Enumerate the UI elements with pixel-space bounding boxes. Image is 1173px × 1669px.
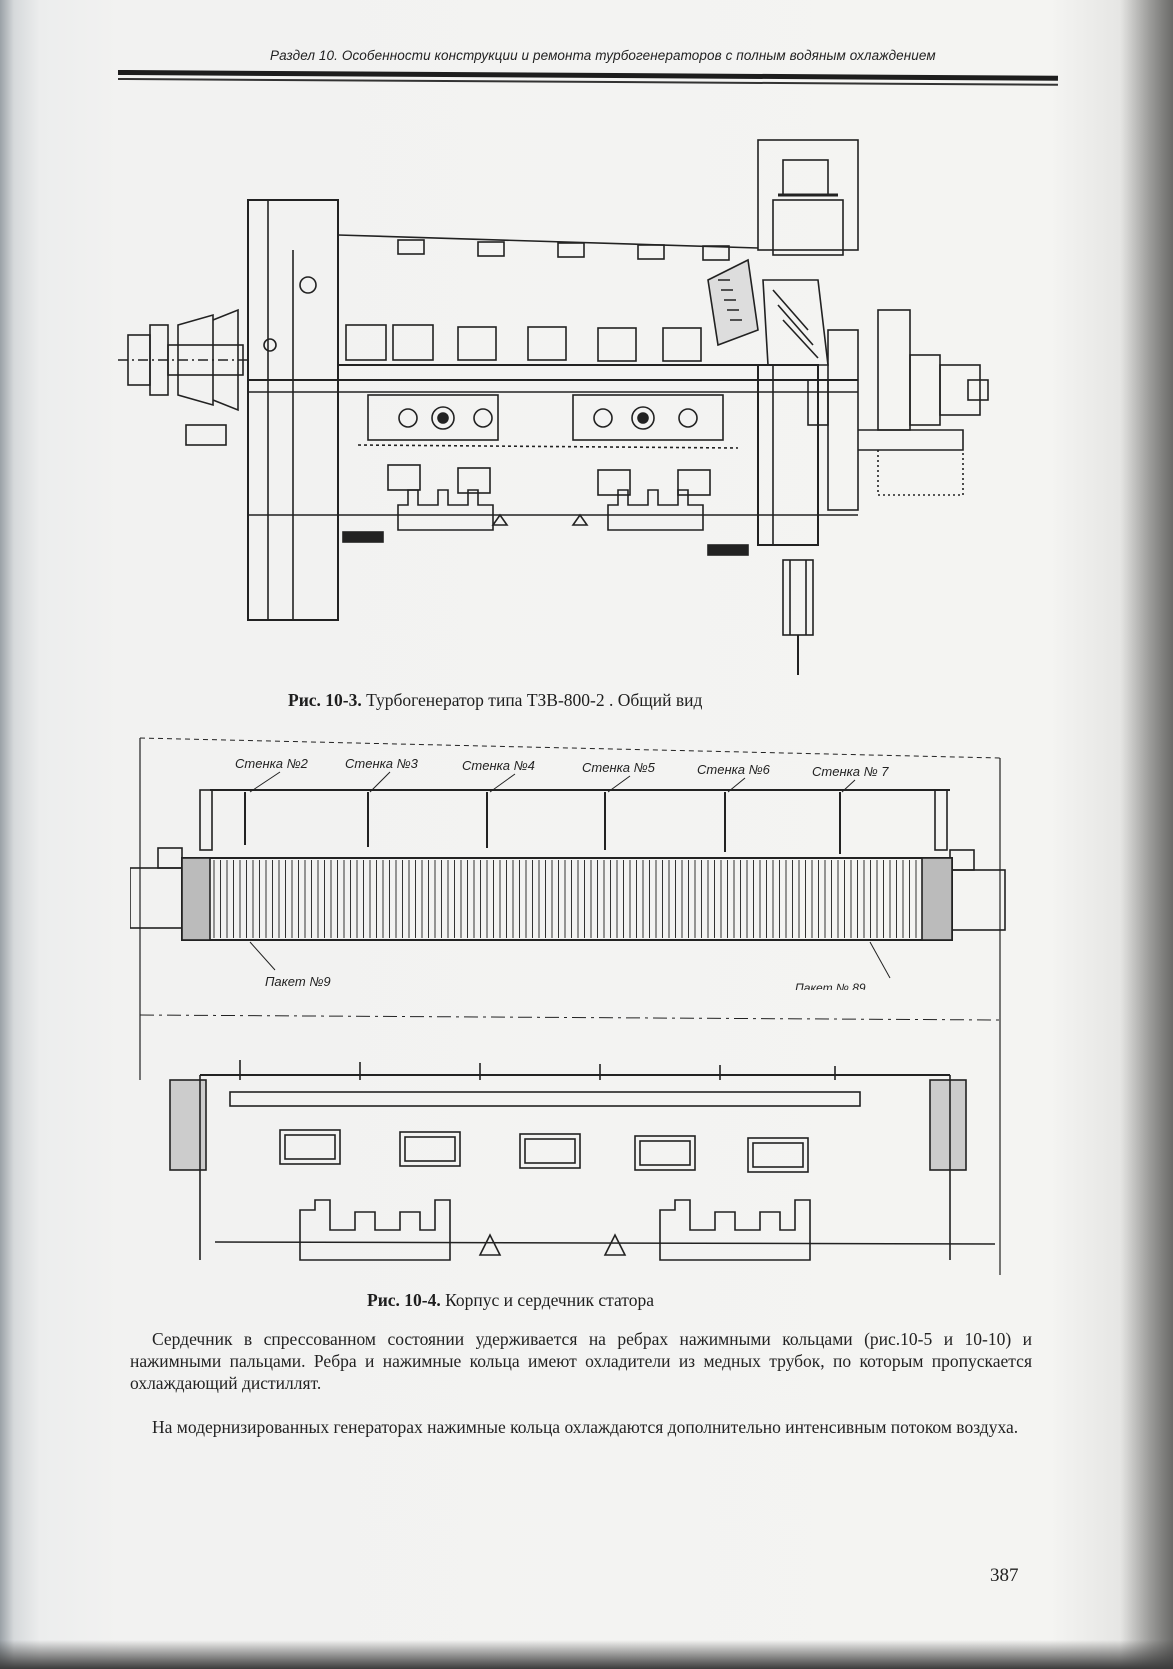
label-wall-3: Стенка №3 xyxy=(345,756,419,771)
label-packet-9: Пакет №9 xyxy=(265,974,331,989)
body-paragraph-2: На модернизированных генераторах нажимны… xyxy=(152,1417,1019,1437)
figure-number: Рис. 10-4. xyxy=(367,1290,441,1310)
label-wall-7: Стенка № 7 xyxy=(812,764,889,779)
label-wall-5: Стенка №5 xyxy=(582,760,656,775)
body-paragraph-1: Сердечник в спрессованном состоянии удер… xyxy=(130,1329,1032,1393)
figure-caption-10-4: Рис. 10-4. Корпус и сердечник статора xyxy=(367,1290,654,1311)
page-number: 387 xyxy=(990,1565,1019,1586)
figure-caption-10-3: Рис. 10-3. Турбогенератор типа ТЗВ-800-2… xyxy=(288,690,702,711)
scan-edge-shadow xyxy=(0,1640,1173,1669)
label-wall-6: Стенка №6 xyxy=(697,762,771,777)
figure-title: Корпус и сердечник статора xyxy=(445,1290,654,1310)
stator-core-drawing: Стенка №2 Стенка №3 Стенка №4 Стенка №5 … xyxy=(130,730,1010,1290)
label-wall-4: Стенка №4 xyxy=(462,758,535,773)
label-wall-2: Стенка №2 xyxy=(235,756,309,771)
figure-title: Турбогенератор типа ТЗВ-800-2 . Общий ви… xyxy=(366,690,703,710)
running-head: Раздел 10. Особенности конструкции и рем… xyxy=(270,48,936,63)
label-packet-89: Пакет № 89 xyxy=(795,981,866,990)
turbogenerator-drawing xyxy=(118,130,1038,685)
figure-number: Рис. 10-3. xyxy=(288,690,362,710)
